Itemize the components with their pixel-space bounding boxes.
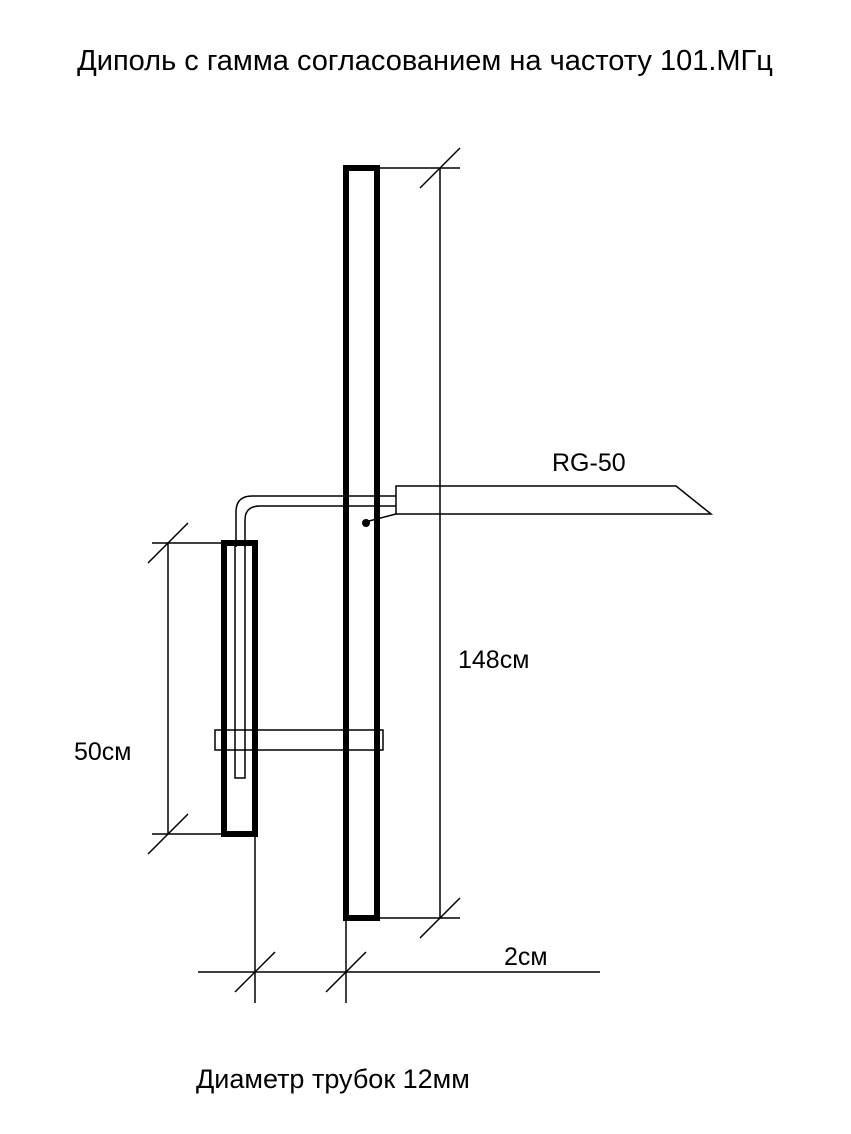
- gamma-rod: [221, 540, 258, 837]
- diagram-title: Диполь с гамма согласованием на частоту …: [77, 45, 773, 77]
- main-dipole-element: [343, 165, 380, 921]
- tube-diameter-note: Диаметр трубок 12мм: [196, 1064, 470, 1094]
- main-length-label: 148см: [458, 646, 529, 674]
- spacing-label: 2см: [504, 943, 548, 971]
- coax-cable: [368, 485, 714, 522]
- main-length-dimension: [377, 147, 461, 939]
- cable-label: RG-50: [552, 449, 626, 477]
- feed-wire: [235, 495, 396, 547]
- gamma-length-label: 50см: [74, 738, 132, 766]
- connection-point: [362, 519, 370, 527]
- gamma-length-dimension: [147, 522, 224, 855]
- gamma-inner-conductor: [234, 544, 246, 779]
- shorting-bar: [214, 729, 384, 751]
- spacing-dimension: [198, 834, 600, 1003]
